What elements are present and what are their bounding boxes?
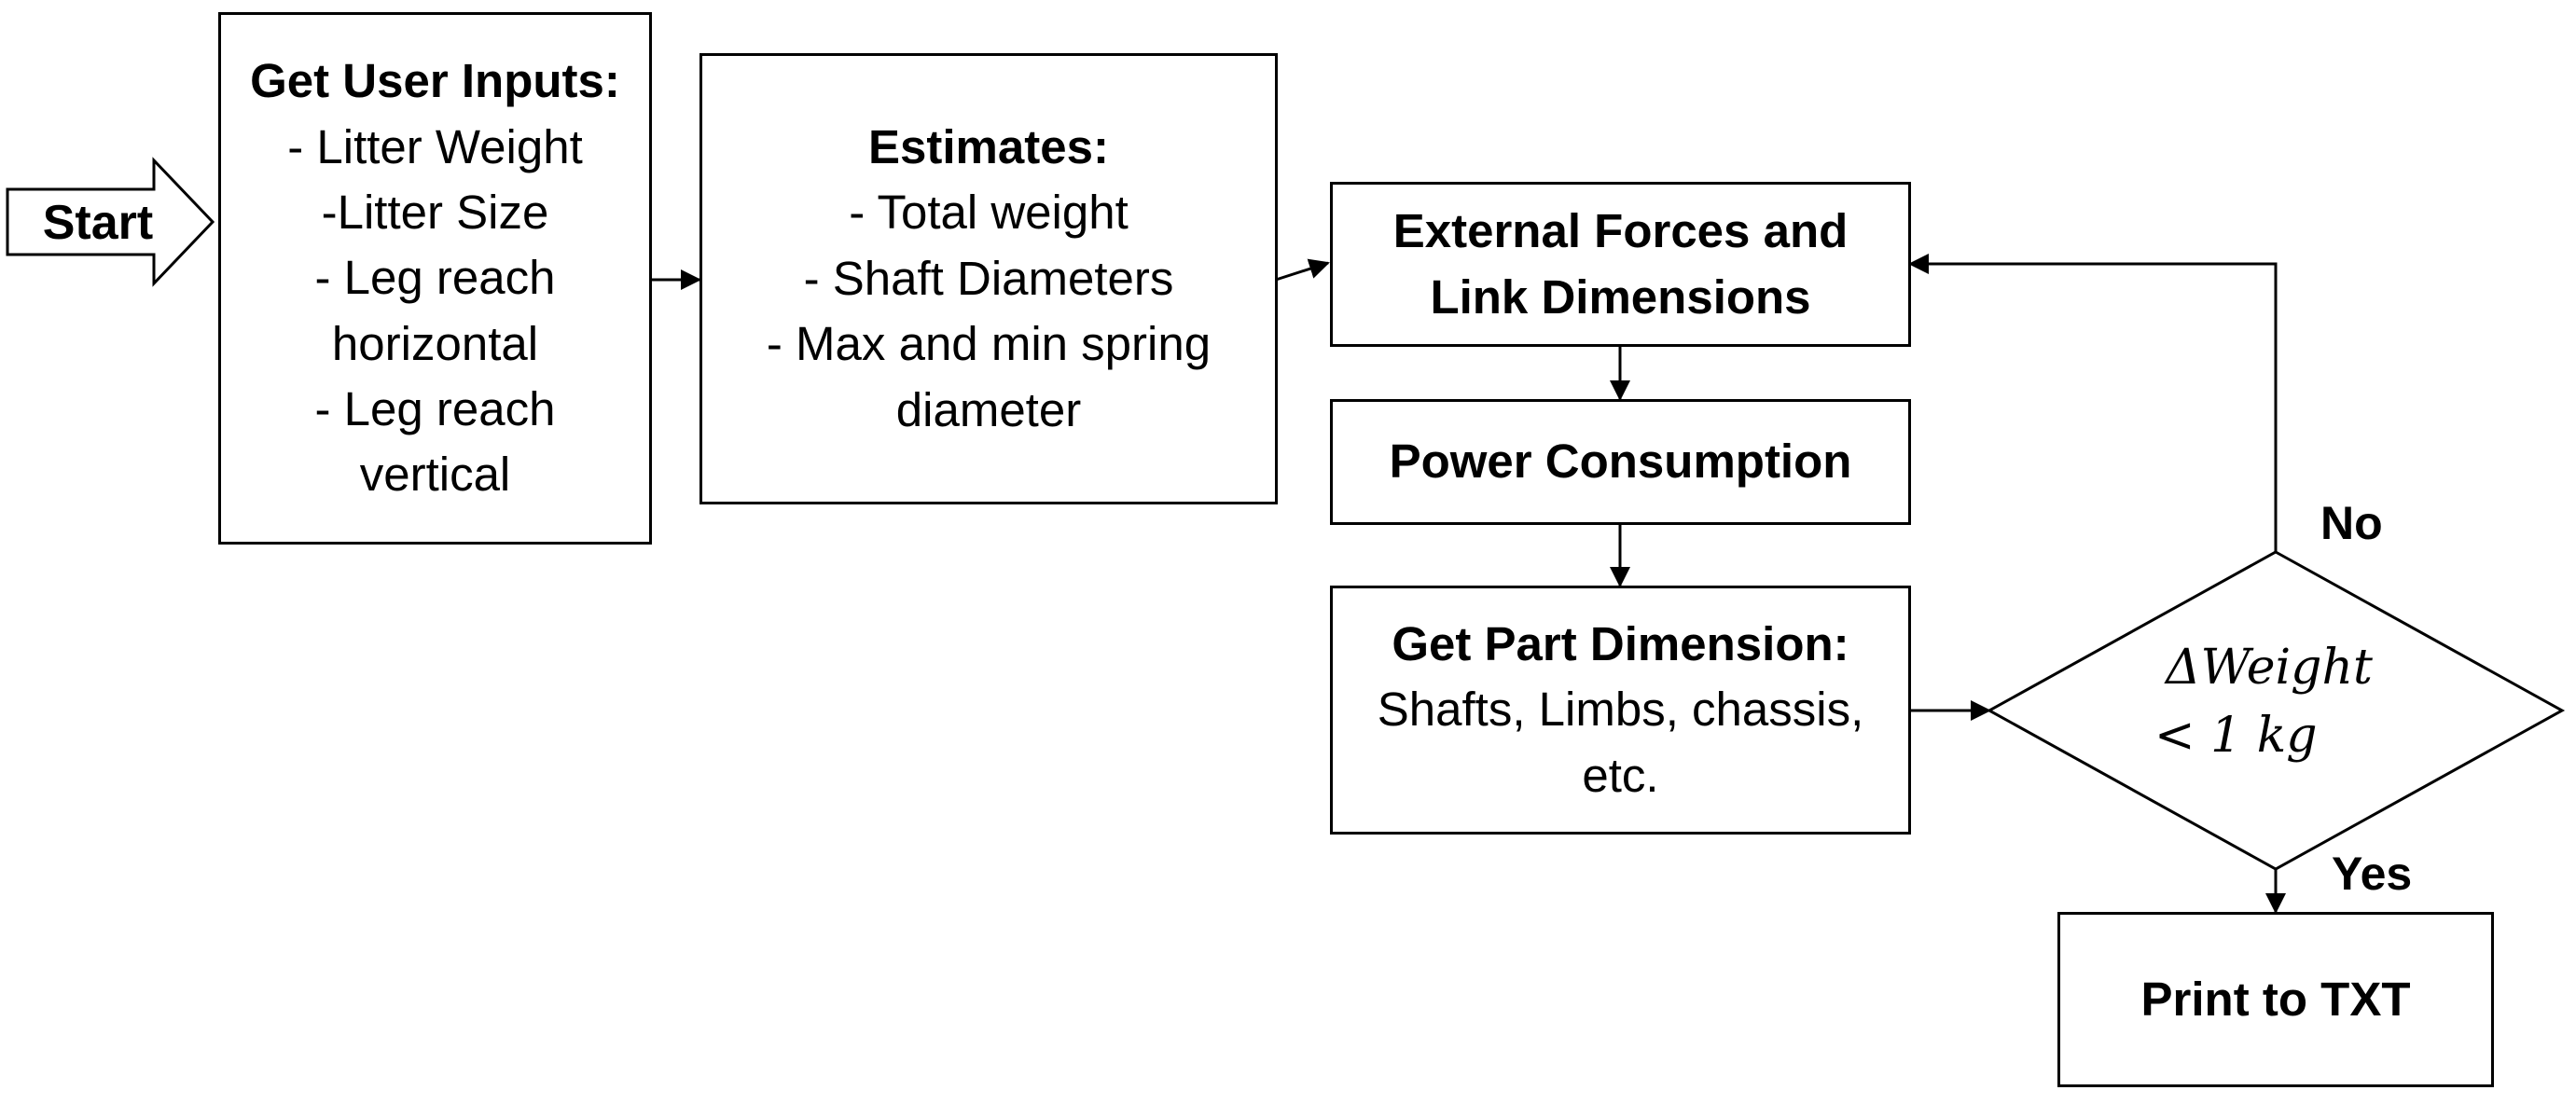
part-dimension-item: Shafts, Limbs, chassis, — [1377, 683, 1864, 737]
branch-label-yes: Yes — [2332, 848, 2413, 900]
user-inputs-title: Get User Inputs: — [250, 54, 620, 108]
user-input-item: - Litter Weight — [287, 119, 583, 173]
start-arrow-shape — [6, 157, 215, 287]
estimates-list: - Total weight - Shaft Diameters - Max a… — [767, 180, 1211, 443]
estimates-title: Estimates: — [868, 120, 1109, 174]
external-forces-box: External Forces and Link Dimensions — [1330, 182, 1911, 347]
part-dimension-title: Get Part Dimension: — [1392, 616, 1849, 670]
print-box: Print to TXT — [2057, 912, 2494, 1087]
power-consumption-box: Power Consumption — [1330, 399, 1911, 525]
estimates-item: - Shaft Diameters — [803, 251, 1174, 305]
part-dimension-list: Shafts, Limbs, chassis, etc. — [1378, 677, 1864, 808]
decision-line-2: < 1 kg — [2154, 707, 2318, 764]
start-label: Start — [42, 196, 154, 250]
user-input-item: - Leg reach — [314, 251, 556, 305]
branch-label-no: No — [2320, 497, 2383, 549]
estimates-item: diameter — [895, 382, 1082, 436]
user-input-item: horizontal — [331, 316, 539, 370]
connector-decision-no-loop — [1908, 254, 2278, 552]
user-input-item: -Litter Size — [321, 185, 549, 239]
external-forces-line: External Forces and — [1392, 204, 1849, 258]
print-label: Print to TXT — [2140, 972, 2411, 1026]
estimates-item: - Total weight — [849, 186, 1129, 240]
user-inputs-list: - Litter Weight -Litter Size - Leg reach… — [287, 115, 583, 508]
connector-estimates-to-external-forces — [1275, 258, 1330, 282]
decision-condition: ΔWeight < 1 kg — [2154, 634, 2397, 770]
decision-line-1: ΔWeight — [2166, 640, 2373, 696]
user-input-item: - Leg reach — [314, 382, 556, 436]
user-inputs-box: Get User Inputs: - Litter Weight -Litter… — [218, 12, 652, 545]
power-consumption-label: Power Consumption — [1389, 435, 1852, 489]
part-dimension-item: etc. — [1582, 748, 1659, 802]
part-dimension-box: Get Part Dimension: Shafts, Limbs, chass… — [1330, 586, 1911, 835]
external-forces-line: Link Dimensions — [1430, 269, 1811, 324]
user-input-item: vertical — [359, 448, 511, 502]
estimates-box: Estimates: - Total weight - Shaft Diamet… — [699, 53, 1278, 504]
estimates-item: - Max and min spring — [766, 317, 1212, 371]
